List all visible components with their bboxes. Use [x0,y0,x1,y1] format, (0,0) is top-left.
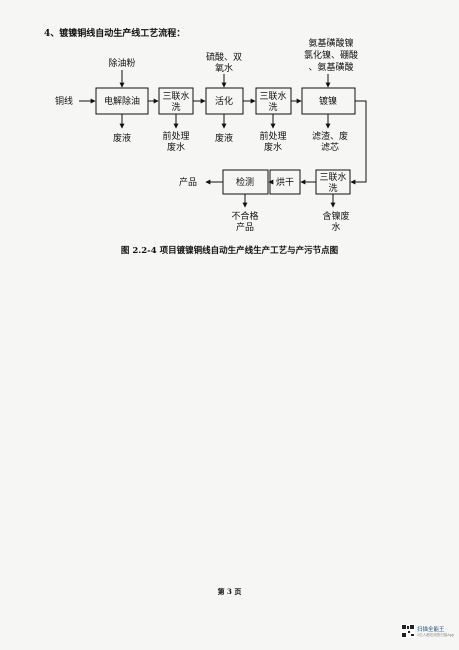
label-product: 产品 [179,176,197,188]
label-rinse-1-line2: 洗 [171,101,180,113]
scanner-app-label: 扫描全能王 [417,627,445,633]
label-pretreat-ww-2-line2: 废水 [264,141,282,153]
label-unqualified-line1: 不合格 [231,210,258,222]
label-plating-chem-line3: 、氨基磺酸 [308,61,353,73]
label-acid-line2: 氧水 [215,62,233,74]
process-flow-diagram: 电解除油 三联水 洗 活化 三联水 洗 镀镍 三联水 洗 烘干 检测 铜线 除油… [55,37,367,233]
label-waste-liquid-2: 废液 [215,132,233,144]
label-electrolytic-degrease: 电解除油 [104,95,140,107]
label-rinse-3-line2: 洗 [328,182,337,194]
label-filter-residue-line2: 滤芯 [321,141,339,153]
label-activation: 活化 [215,95,233,107]
label-pretreat-ww-1-line1: 前处理 [162,130,189,142]
label-pretreat-ww-1-line2: 废水 [167,141,185,153]
label-drying: 烘干 [276,176,294,188]
label-pretreat-ww-2-line1: 前处理 [259,130,286,142]
label-unqualified-line2: 产品 [236,221,254,233]
label-nickel-ww-line1: 含镍废 [322,210,349,222]
page-number: 第 3 页 [217,587,242,596]
figure-caption: 图 2.2-4 项目镀镍铜线自动生产线生产工艺与产污节点图 [120,246,339,256]
label-acid-line1: 硫酸、双 [206,51,242,63]
label-plating-chem-line1: 氨基磺酸镍 [308,37,353,49]
label-rinse-2-line2: 洗 [268,101,277,113]
section-heading: 4、镀镍铜线自动生产线工艺流程： [44,29,186,39]
label-nickel-plating: 镀镍 [319,95,337,107]
label-copper-wire: 铜线 [55,95,73,107]
label-plating-chem-line2: 氯化镍、硼酸 [304,49,358,61]
label-nickel-ww-line2: 水 [331,221,340,233]
label-rinse-2-line1: 三联水 [259,90,286,102]
label-rinse-3-line1: 三联水 [319,171,346,183]
qr-code-icon [401,624,415,638]
scanner-app-sub: 3亿人都在用的扫描App [417,633,455,637]
label-waste-liquid-1: 废液 [113,132,131,144]
label-inspection: 检测 [236,176,254,188]
arrow-loop [350,100,367,185]
label-rinse-1-line1: 三联水 [162,90,189,102]
label-degreasing-powder: 除油粉 [108,57,135,69]
label-filter-residue-line1: 滤渣、废 [312,130,348,142]
